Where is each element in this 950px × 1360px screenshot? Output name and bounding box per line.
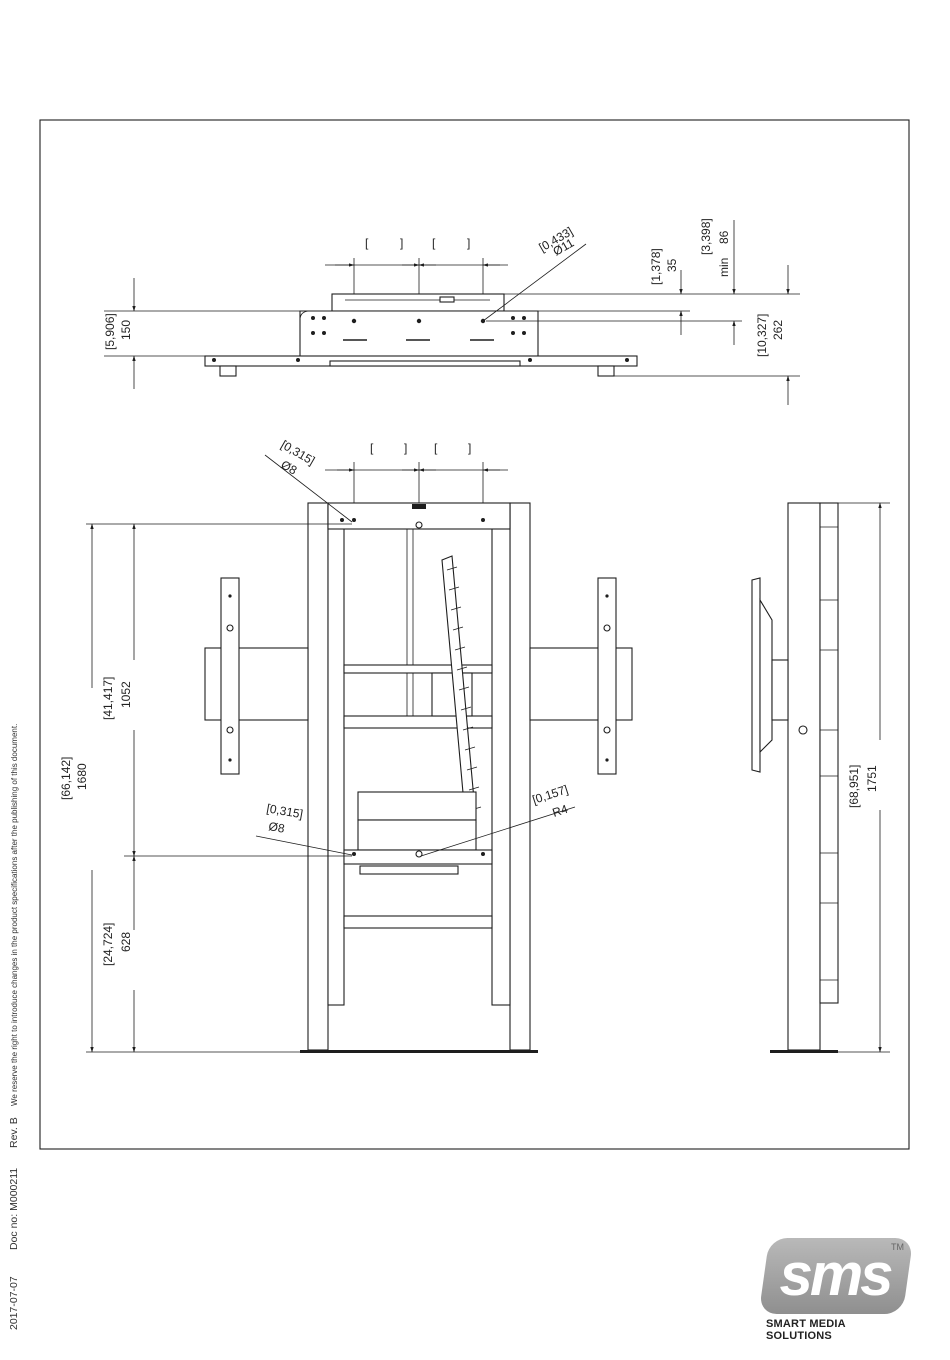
sms-logo: sms TM SMART MEDIA SOLUTIONS [758,1238,914,1342]
offset-inch: [1,378] [649,248,663,285]
min-prefix: min [717,258,731,277]
front-bracket-2: ] [404,441,407,455]
front-view: [ ] [ ] [59,437,633,1053]
depth-mm: 262 [771,320,785,340]
side-height-mm: 1751 [865,765,879,792]
top-view: [ ] [ ] [103,218,800,405]
footer-doc-no: Doc no: M000211 [8,1168,20,1250]
radius-mm: R4 [551,802,570,820]
logo-wordmark: sms [779,1241,893,1308]
side-height-inch: [68,951] [847,765,861,808]
front-bottom-hole-mm: Ø8 [267,819,286,836]
upper-height-inch: [41,417] [101,677,115,720]
top-bracket-3: [ [432,236,436,250]
front-bracket-3: [ [434,441,438,455]
side-view: [68,951] 1751 [751,502,890,1053]
top-bracket-1: [ [365,236,369,250]
front-bracket-4: ] [468,441,471,455]
lower-height-mm: 628 [119,932,133,952]
lower-height-inch: [24,724] [101,923,115,966]
min-inch: [3,398] [699,218,713,255]
min-mm: 86 [717,230,731,244]
top-height-mm: 150 [119,320,133,340]
top-bracket-2: ] [400,236,403,250]
logo-trademark: TM [891,1242,904,1252]
top-bracket-4: ] [467,236,470,250]
front-bracket-1: [ [370,441,374,455]
footer-date: 2017-07-07 [8,1276,20,1330]
logo-tagline: SMART MEDIA SOLUTIONS [766,1318,846,1342]
footer-revision: Rev. B [8,1117,20,1148]
total-height-mm: 1680 [75,763,89,790]
depth-inch: [10,327] [755,314,769,357]
front-top-hole-mm: Ø8 [279,457,300,477]
total-height-inch: [66,142] [59,757,73,800]
offset-mm: 35 [665,258,679,272]
upper-height-mm: 1052 [119,681,133,708]
front-bottom-hole-inch: [0,315] [265,801,304,821]
drawing-frame [39,119,910,1150]
top-height-inch: [5,906] [103,313,117,350]
footer-disclaimer: We reserve the right to introduce change… [10,724,19,1106]
